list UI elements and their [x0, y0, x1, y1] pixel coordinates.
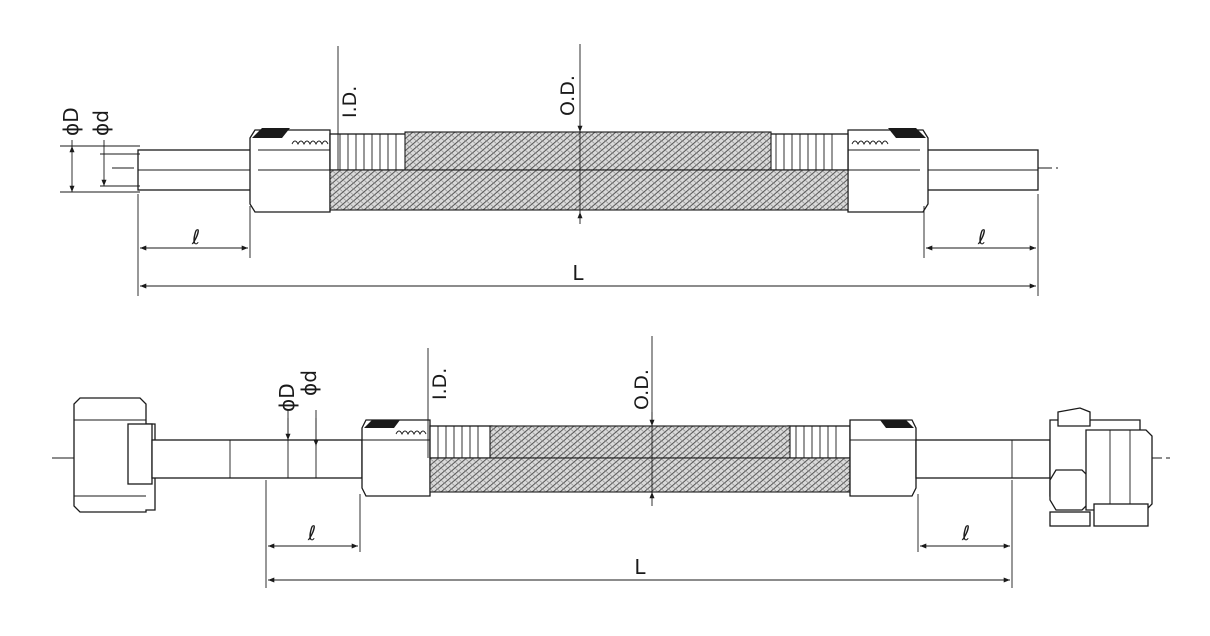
top-assembly: ϕD ϕd I.D. O.D. ℓ ℓ L [59, 44, 1058, 296]
bottom-left-l-label: ℓ [307, 521, 316, 545]
top-ID-label: I.D. [339, 86, 361, 118]
bottom-right-union [1049, 407, 1153, 527]
top-right-bellows [767, 133, 889, 171]
top-left-bellows [291, 133, 411, 171]
bottom-left-nut [73, 397, 156, 513]
bottom-assembly: ϕD ϕd I.D. O.D. ℓ ℓ L [52, 336, 1172, 588]
bottom-right-l-label: ℓ [961, 521, 970, 545]
top-braid-upper [404, 131, 772, 171]
bottom-OD-label: O.D. [631, 369, 653, 410]
bottom-ID-label: I.D. [429, 368, 451, 400]
bottom-left-bellows [395, 425, 493, 459]
top-right-ferrule [847, 129, 929, 213]
top-braid-lower [329, 169, 849, 211]
top-OD-label: O.D. [557, 75, 579, 116]
bottom-braid-upper [489, 425, 791, 459]
bottom-braid-lower [429, 457, 851, 493]
bottom-right-tube [915, 439, 1051, 479]
bottom-left-tube [151, 439, 363, 479]
bottom-right-ferrule [849, 419, 917, 497]
top-phi-d-label: ϕd [89, 110, 113, 136]
top-left-ferrule [249, 129, 331, 213]
bottom-phi-d-label: ϕd [297, 370, 321, 396]
bottom-L-label: L [634, 555, 646, 579]
bottom-right-bellows [787, 425, 883, 459]
bottom-left-ferrule [361, 419, 431, 497]
top-right-l-label: ℓ [977, 225, 986, 249]
top-L-label: L [572, 261, 584, 285]
top-phi-D-label: ϕD [59, 107, 83, 136]
top-left-l-label: ℓ [191, 225, 200, 249]
bottom-phi-D-label: ϕD [275, 383, 299, 412]
